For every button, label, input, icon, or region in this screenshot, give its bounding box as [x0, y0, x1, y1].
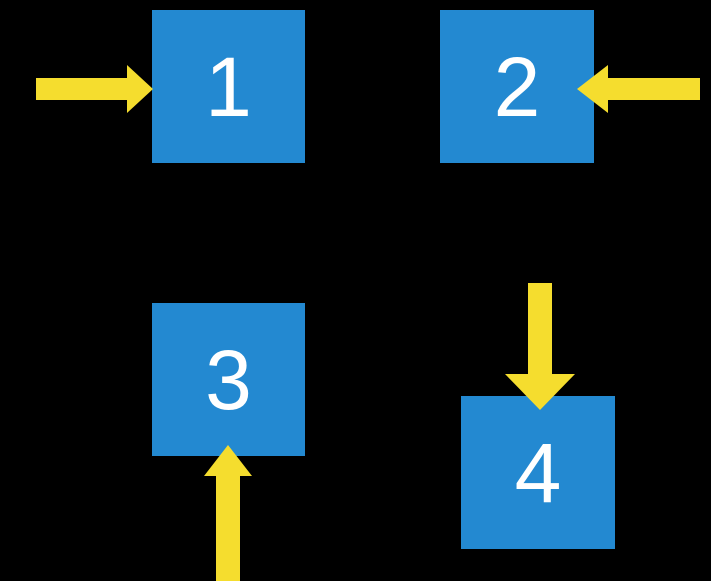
arrow-up-into-node-3 [204, 445, 252, 581]
node-1-label: 1 [205, 39, 252, 134]
node-2-label: 2 [493, 39, 541, 134]
arrow-right-icon [36, 65, 153, 113]
node-4[interactable]: 4 [461, 396, 615, 549]
node-3-label: 3 [205, 332, 252, 427]
node-3[interactable]: 3 [152, 303, 305, 456]
arrow-down-into-node-4 [505, 283, 575, 410]
arrow-up-icon [204, 445, 252, 581]
node-2[interactable]: 2 [440, 10, 594, 163]
arrow-right-into-node-1 [36, 65, 153, 113]
node-1[interactable]: 1 [152, 10, 305, 163]
arrow-left-into-node-2 [577, 65, 700, 113]
arrow-down-icon [505, 283, 575, 410]
arrow-left-icon [577, 65, 700, 113]
node-4-label: 4 [514, 425, 562, 520]
